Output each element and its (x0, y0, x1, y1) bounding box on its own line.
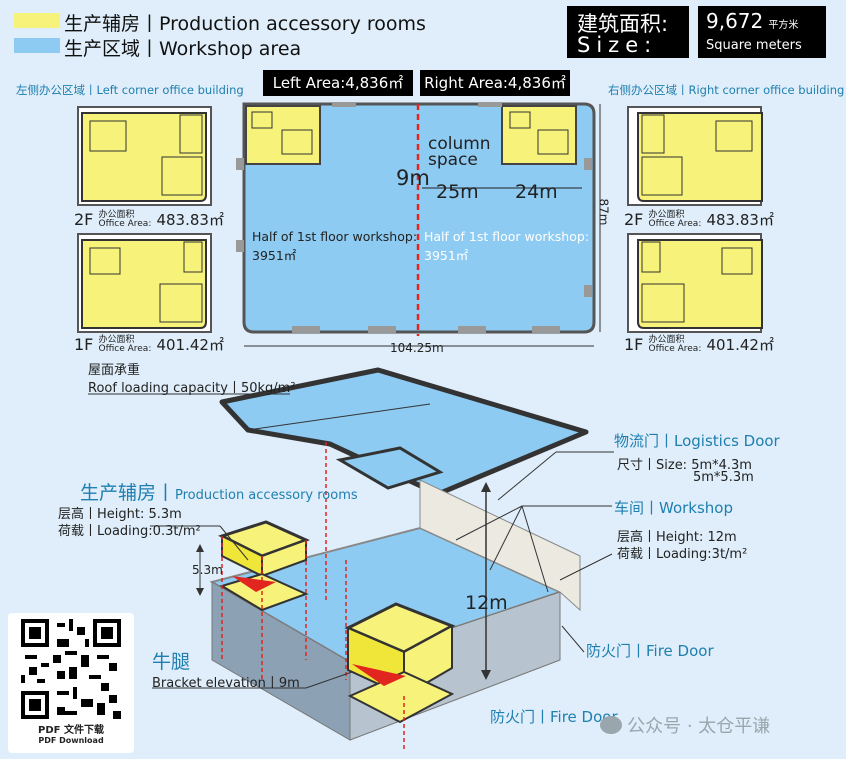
half-left-label: Half of 1st floor workshop: (252, 229, 418, 244)
watermark: 公众号 · 太仓平谦 (600, 712, 770, 738)
right-office-title: 右侧办公区域丨Right corner office building (608, 83, 845, 97)
office-plan-right-2f (627, 106, 763, 206)
legend-swatch-accessory (14, 13, 60, 28)
workshop-title: 车间丨Workshop (614, 499, 734, 517)
building-area-value-line: 9,672 平方米 (706, 9, 798, 33)
workshop-height: 层高丨Height: 12m (617, 530, 737, 545)
bracket-elevation: Bracket elevation丨9m (152, 676, 300, 691)
watermark-text: 公众号 · 太仓平谦 (627, 716, 771, 737)
dim-25m: 25m (436, 181, 479, 203)
building-area-label-box: 建筑面积: Size: (567, 6, 689, 58)
building-area-label-cn: 建筑面积: (577, 12, 669, 36)
logistics-door-size-1: 尺寸丨Size: 5m*4.3m (617, 458, 752, 473)
accessory-height: 层高丨Height: 5.3m (58, 507, 182, 522)
half-right-label: Half of 1st floor workshop: (424, 229, 590, 244)
dim-24m: 24m (515, 181, 558, 203)
office-block-right (501, 105, 577, 165)
dim-width: 104.25m (390, 341, 444, 355)
office-plan-right-1f (627, 233, 763, 333)
legend-swatch-workshop (14, 38, 60, 53)
legend-workshop-label: 生产区域丨Workshop area (64, 38, 302, 60)
logistics-door-title: 物流门丨Logistics Door (614, 432, 780, 450)
roof-title: 屋面承重 (88, 363, 141, 378)
half-right-value: 3951㎡ (424, 248, 469, 263)
qr-label-en: PDF Download (38, 736, 104, 745)
floor-plan (236, 102, 601, 347)
office-2f-value: 483.83㎡ (706, 211, 774, 229)
office-1f-value: 401.42㎡ (706, 336, 774, 354)
office-block-left (245, 105, 321, 165)
accessory-loading: 荷载丨Loading:0.3t/m² (58, 524, 201, 539)
axonometric-view (88, 367, 614, 750)
legend-accessory-label: 生产辅房丨Production accessory rooms (64, 13, 426, 35)
floor-1f-label: 1F (624, 335, 644, 354)
dim-87m: 87m (596, 198, 611, 226)
building-area-unit-cn: 平方米 (768, 20, 799, 31)
bracket-title: 牛腿 (152, 651, 191, 673)
office-1f-value: 401.42㎡ (156, 336, 224, 354)
logistics-door-size-2: 5m*5.3m (693, 470, 754, 485)
left-area-badge: Left Area:4,836㎡ (263, 70, 413, 96)
fire-door-label-bottom: 防火门丨Fire Door (490, 708, 618, 726)
building-area-value-box: 9,672 平方米 Square meters (698, 6, 826, 58)
qr-code-icon (21, 619, 121, 719)
accessory-room-title: 生产辅房丨Production accessory rooms (80, 482, 358, 504)
left-office-title: 左侧办公区域丨Left corner office building (16, 83, 244, 97)
dim-5-3m: 5.3m (192, 563, 223, 577)
floor-2f-label: 2F (74, 210, 94, 229)
dim-9m: 9m (396, 166, 430, 190)
workshop-loading: 荷载丨Loading:3t/m² (617, 547, 748, 562)
half-left-value: 3951㎡ (252, 248, 297, 263)
fire-door-label-right: 防火门丨Fire Door (586, 642, 714, 660)
right-area-badge: Right Area:4,836㎡ (420, 70, 570, 96)
qr-card[interactable]: PDF 文件下载 PDF Download (8, 613, 134, 753)
dim-12m: 12m (465, 592, 508, 614)
office-plan-left-1f (77, 233, 212, 333)
building-area-value: 9,672 (706, 9, 764, 33)
wechat-icon (600, 716, 622, 734)
roof-loading: Roof loading capacity丨50kg/m² (88, 381, 296, 396)
floor-2f-label: 2F (624, 210, 644, 229)
office-plan-left-2f (77, 106, 212, 206)
column-space-label: column space (428, 134, 491, 170)
building-area-label-en: Size: (577, 33, 658, 57)
building-area-unit-en: Square meters (706, 38, 802, 53)
qr-label-cn: PDF 文件下载 (38, 725, 104, 736)
floor-1f-label: 1F (74, 335, 94, 354)
office-2f-value: 483.83㎡ (156, 211, 224, 229)
